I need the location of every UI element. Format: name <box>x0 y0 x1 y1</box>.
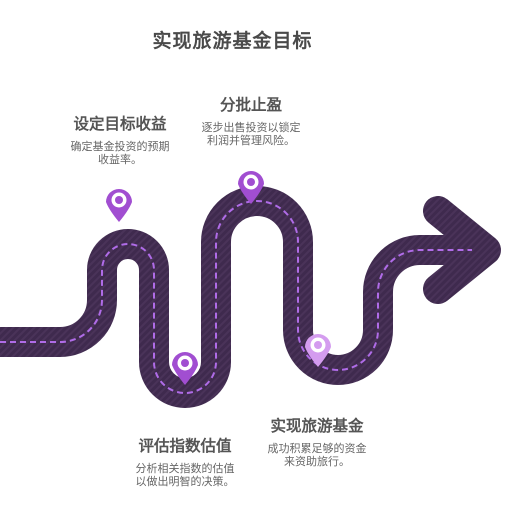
step-description-line: 以做出明智的决策。 <box>135 476 235 488</box>
step-evaluate-index-valuation: 评估指数估值 分析相关指数的估值 以做出明智的决策。 <box>120 434 250 489</box>
step-description-line: 成功积累足够的资金 <box>267 443 367 455</box>
step-achieve-travel-fund: 实现旅游基金 成功积累足够的资金 来资助旅行。 <box>252 414 382 469</box>
step-description: 逐步出售投资以锁定 利润并管理风险。 <box>186 122 316 148</box>
step-description-line: 确定基金投资的预期 <box>70 141 170 153</box>
location-pin-icon <box>172 352 198 385</box>
location-pin-icon <box>106 189 132 222</box>
road-center-dashes <box>0 200 472 394</box>
step-title: 实现旅游基金 <box>270 418 364 435</box>
step-description-line: 分析相关指数的估值 <box>135 463 235 475</box>
step-title: 评估指数估值 <box>138 438 232 455</box>
step-description-line: 来资助旅行。 <box>284 456 350 468</box>
winding-road <box>0 186 501 408</box>
step-description: 成功积累足够的资金 来资助旅行。 <box>252 443 382 469</box>
diagram-title: 实现旅游基金目标 <box>152 31 313 52</box>
location-pin-icon <box>305 334 331 367</box>
step-take-profit-in-batches: 分批止盈 逐步出售投资以锁定 利润并管理风险。 <box>186 93 316 148</box>
location-pin-icon <box>238 171 264 204</box>
step-description-line: 收益率。 <box>98 154 142 166</box>
arrow-head <box>423 196 501 304</box>
step-description: 分析相关指数的估值 以做出明智的决策。 <box>120 463 250 489</box>
step-title: 分批止盈 <box>219 97 282 114</box>
step-description: 确定基金投资的预期 收益率。 <box>55 141 185 167</box>
step-description-line: 逐步出售投资以锁定 <box>201 122 301 134</box>
step-set-target-return: 设定目标收益 确定基金投资的预期 收益率。 <box>55 112 185 167</box>
step-title: 设定目标收益 <box>73 116 167 133</box>
step-description-line: 利润并管理风险。 <box>207 135 295 147</box>
